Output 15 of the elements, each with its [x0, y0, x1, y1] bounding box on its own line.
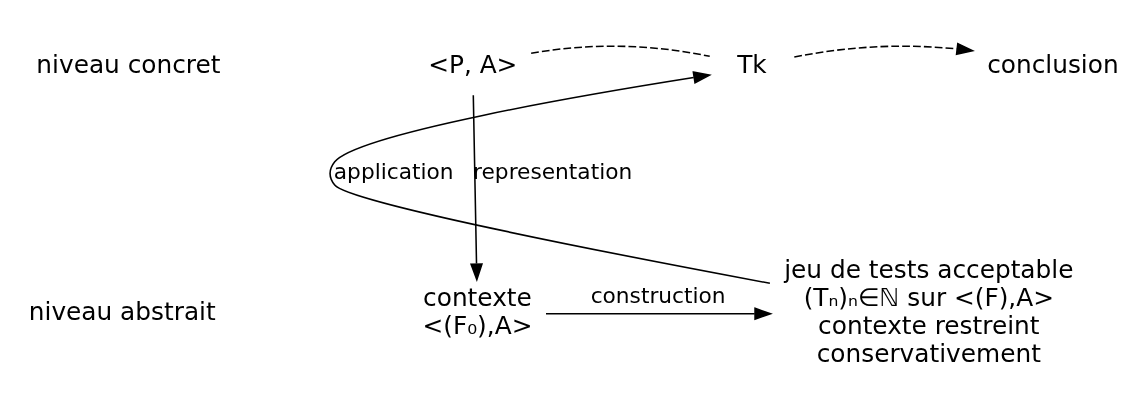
connector	[530, 44, 711, 57]
label: niveau concret	[36, 49, 221, 79]
node-text: Tk	[737, 49, 767, 79]
node-text: contexte <(F₀),A>	[422, 282, 533, 340]
node-text: jeu de tests acceptable (Tₙ)ₙ∈ℕ sur <(F),A> contexte restreint conservativement	[784, 254, 1074, 368]
arrow	[329, 70, 771, 284]
edge-label: application	[333, 158, 454, 184]
edge-label: construction	[590, 282, 726, 308]
arrow	[545, 306, 773, 320]
label: niveau abstrait	[28, 296, 216, 326]
arrow	[793, 41, 975, 58]
arrow	[470, 93, 484, 282]
node-text: <P, A>	[428, 49, 518, 79]
node-text: conclusion	[987, 49, 1119, 79]
edge-label: representation	[473, 158, 633, 184]
